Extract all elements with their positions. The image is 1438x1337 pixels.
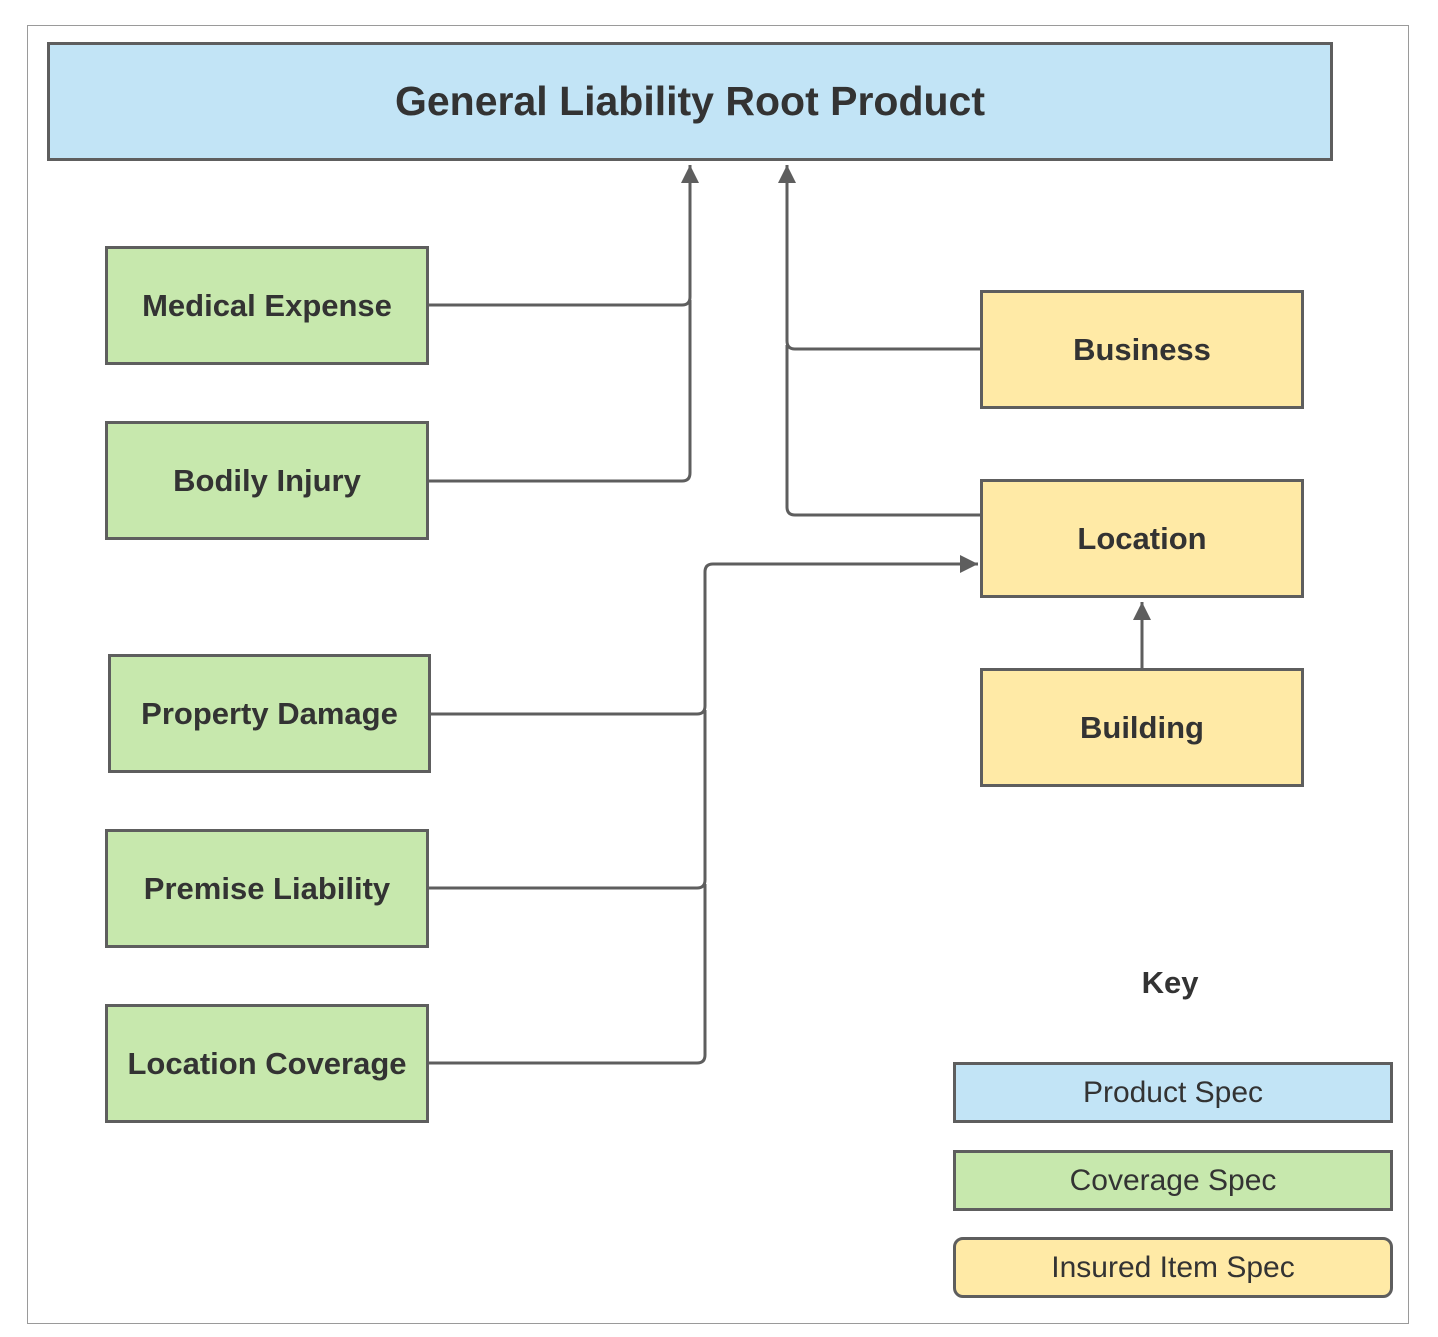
insured-item-box-building: Building [980,668,1304,787]
legend-coverage-spec: Coverage Spec [953,1150,1393,1211]
legend-label: Insured Item Spec [1051,1250,1295,1284]
coverage-label: Property Damage [141,695,398,731]
coverage-box-medical-expense: Medical Expense [105,246,429,365]
edge-bodily-injury-to-root [428,300,692,483]
root-product-label: General Liability Root Product [394,78,985,124]
legend-label: Coverage Spec [1069,1163,1277,1197]
edge-business-to-root [778,165,980,351]
key-title: Key [1141,965,1199,1000]
legend-insured-item-spec: Insured Item Spec [953,1237,1393,1298]
edge-property-damage-to-location [430,555,978,716]
insured-item-box-business: Business [980,290,1304,409]
legend-product-spec: Product Spec [953,1062,1393,1123]
legend-label: Product Spec [1082,1075,1264,1109]
coverage-box-premise-liability: Premise Liability [105,829,429,948]
insured-item-box-location: Location [980,479,1304,598]
coverage-box-location-coverage: Location Coverage [105,1004,429,1123]
edge-location-to-root [785,345,980,517]
coverage-label: Premise Liability [143,870,391,906]
coverage-label: Bodily Injury [173,462,361,498]
coverage-label: Location Coverage [127,1045,407,1081]
edge-premise-liability-to-location [428,710,707,890]
coverage-box-bodily-injury: Bodily Injury [105,421,429,540]
coverage-label: Medical Expense [142,287,392,323]
insured-item-label: Building [1080,709,1204,745]
root-product-box: General Liability Root Product [47,42,1333,161]
coverage-box-property-damage: Property Damage [108,654,431,773]
insured-item-label: Location [1077,520,1207,556]
insured-item-label: Business [1073,331,1211,367]
edge-location-coverage-to-location [428,884,707,1065]
edge-medical-expense-to-root [428,165,699,307]
